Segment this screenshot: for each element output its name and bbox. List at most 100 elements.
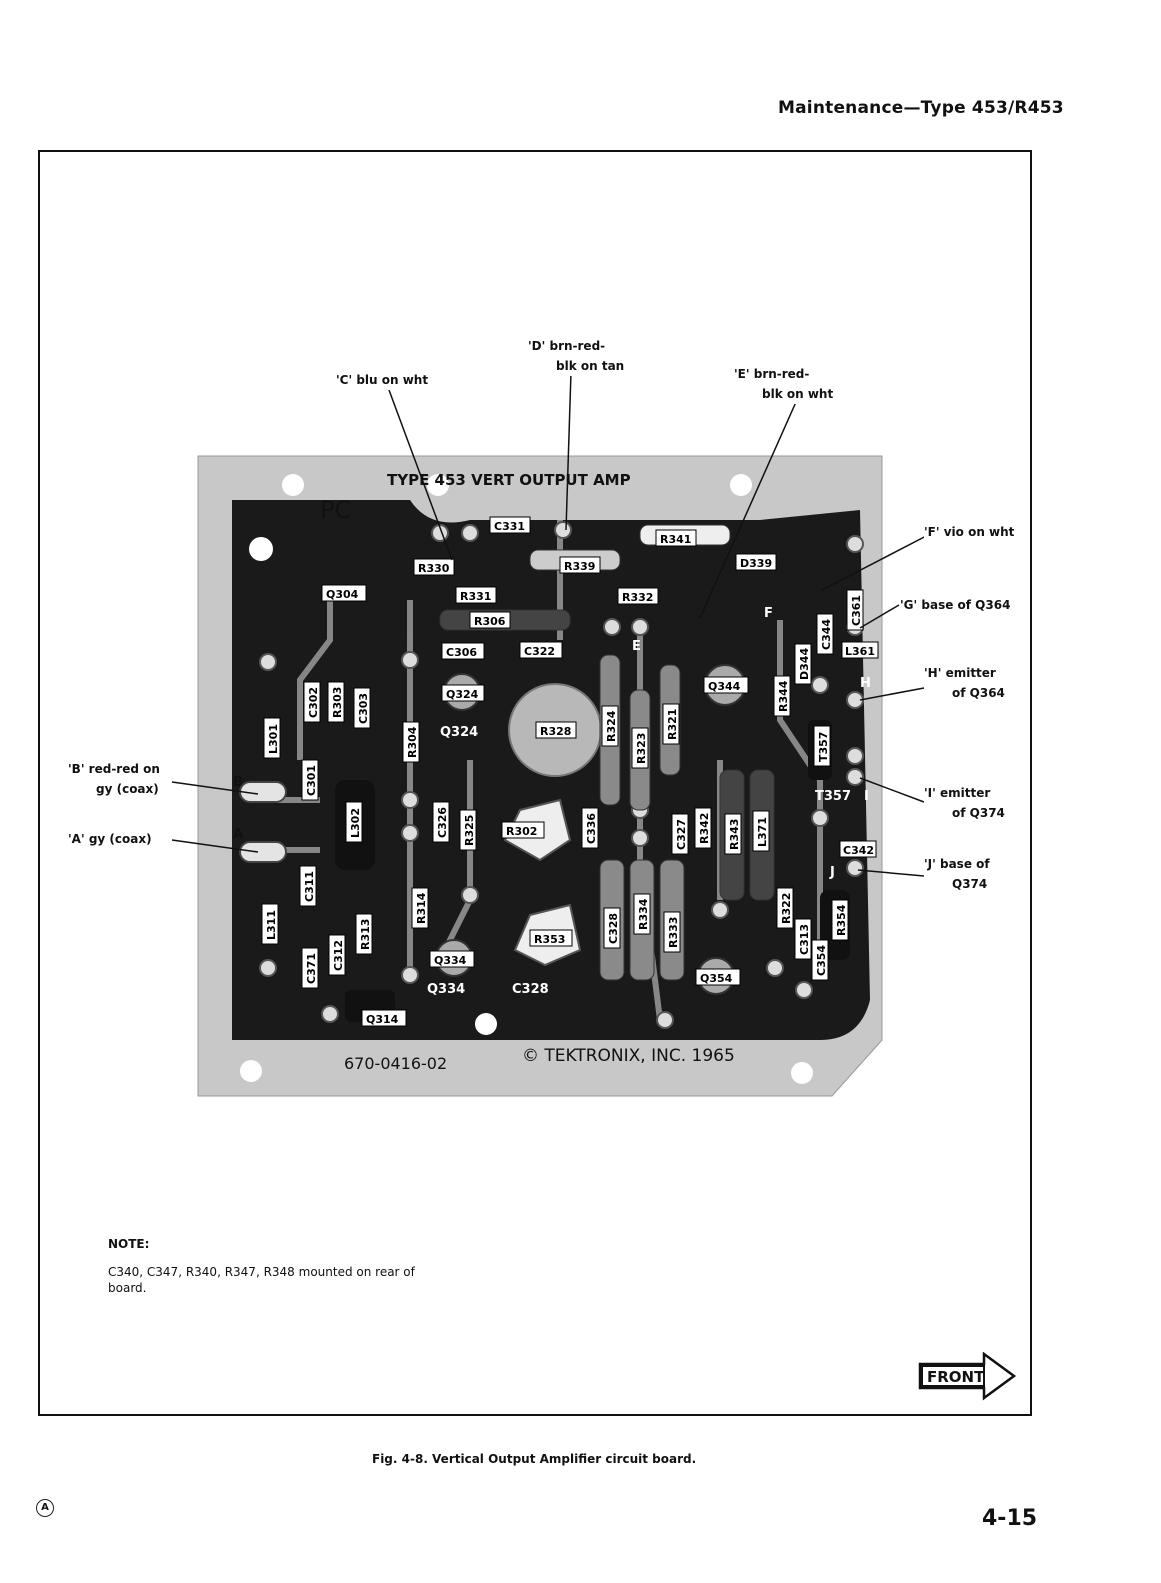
callout-h: 'H' emitter of Q364	[924, 663, 1005, 703]
component-label: R353	[529, 929, 573, 947]
test-point-e: E	[632, 639, 641, 654]
svg-text:C328: C328	[607, 913, 620, 944]
component-label: C361	[846, 589, 864, 631]
component-label: C326	[432, 801, 450, 843]
component-label: C327	[671, 813, 689, 855]
component-label: L361	[841, 641, 879, 659]
mounting-hole	[791, 1062, 813, 1084]
callout-g: 'G' base of Q364	[900, 595, 1011, 615]
callout-e: 'E' brn-red- blk on wht	[734, 364, 834, 404]
test-point-f: F	[764, 606, 773, 621]
note-text: C340, C347, R340, R347, R348 mounted on …	[108, 1265, 415, 1295]
svg-text:L302: L302	[349, 808, 362, 838]
svg-text:C342: C342	[843, 844, 874, 857]
svg-text:Q314: Q314	[366, 1013, 399, 1026]
mounting-hole	[427, 474, 449, 496]
svg-text:R322: R322	[780, 893, 793, 924]
component-label: R339	[559, 556, 601, 574]
component-label: R333	[663, 911, 681, 953]
component-label: R304	[402, 721, 420, 763]
callout-j: 'J' base of Q374	[924, 854, 990, 894]
svg-text:Q324: Q324	[446, 688, 479, 701]
callout-f: 'F' vio on wht	[924, 522, 1015, 542]
svg-text:C336: C336	[585, 813, 598, 844]
svg-text:R306: R306	[474, 615, 506, 628]
component-label: D339	[735, 553, 777, 571]
component-label: R328	[535, 721, 577, 739]
svg-text:Q334: Q334	[434, 954, 467, 967]
component-label: Q354	[695, 968, 741, 986]
svg-text:C327: C327	[675, 819, 688, 850]
component-label: C328	[603, 907, 621, 949]
svg-text:R314: R314	[415, 892, 428, 924]
svg-text:C301: C301	[305, 765, 318, 796]
note-title: NOTE:	[108, 1237, 150, 1251]
test-point-a: A	[233, 827, 243, 842]
svg-text:R321: R321	[666, 709, 679, 740]
component-label: L311	[261, 903, 279, 945]
callout-a: 'A' gy (coax)	[68, 829, 152, 849]
component-label: Q334	[429, 950, 475, 968]
svg-text:R341: R341	[660, 533, 691, 546]
silk-label-q324: Q324	[440, 725, 478, 740]
component-label: R325	[459, 809, 477, 851]
component-label: R321	[662, 703, 680, 745]
svg-text:L371: L371	[756, 817, 769, 847]
component-label: C344	[816, 613, 834, 655]
svg-text:D344: D344	[798, 648, 811, 680]
component-label: R332	[617, 587, 659, 605]
component-label: R354	[831, 899, 849, 941]
component-label: Q324	[441, 684, 485, 702]
svg-text:R313: R313	[359, 919, 372, 950]
svg-text:R344: R344	[777, 680, 790, 712]
component-label: R322	[776, 887, 794, 929]
silk-label-t357: T357	[815, 789, 851, 804]
component-label: R324	[601, 705, 619, 747]
component-label: R303	[327, 681, 345, 723]
svg-text:L301: L301	[267, 724, 280, 754]
callout-d: 'D' brn-red- blk on tan	[528, 336, 625, 376]
component-label: R334	[633, 893, 651, 935]
page-number: 4-15	[982, 1506, 1038, 1531]
silk-label-c328: C328	[512, 982, 549, 997]
note-block: NOTE: C340, C347, R340, R347, R348 mount…	[108, 1236, 448, 1296]
svg-text:R324: R324	[605, 710, 618, 742]
svg-text:R333: R333	[667, 917, 680, 948]
component-label: C313	[794, 918, 812, 960]
mounting-hole	[240, 1060, 262, 1082]
silk-label-q334: Q334	[427, 982, 465, 997]
mounting-hole	[475, 1013, 497, 1035]
test-point-h: H	[860, 676, 871, 691]
svg-text:C371: C371	[305, 953, 318, 984]
board-pc-mark: PC	[320, 496, 351, 524]
callout-c: 'C' blu on wht	[336, 370, 429, 390]
svg-text:R334: R334	[637, 898, 650, 930]
svg-text:Q354: Q354	[700, 972, 733, 985]
component-label: C303	[353, 687, 371, 729]
component-label: L301	[263, 717, 281, 759]
component-label: C312	[328, 934, 346, 976]
component-label: R331	[455, 586, 497, 604]
svg-text:R331: R331	[460, 590, 491, 603]
svg-text:R353: R353	[534, 933, 565, 946]
callout-b: 'B' red-red on gy (coax)	[68, 759, 160, 799]
test-point-i: I	[864, 789, 869, 804]
component-label: R313	[355, 913, 373, 955]
component-label: C301	[301, 759, 319, 801]
page-header-title: Maintenance—Type 453/R453	[778, 98, 1064, 118]
svg-text:R323: R323	[635, 733, 648, 764]
component-label: R330	[413, 558, 455, 576]
svg-text:R354: R354	[835, 904, 848, 936]
component-label: C342	[839, 840, 877, 858]
board-copyright: © TEKTRONIX, INC. 1965	[522, 1046, 735, 1066]
board-part-number: 670-0416-02	[344, 1054, 447, 1073]
component-label: Q344	[703, 676, 749, 694]
svg-text:L361: L361	[845, 645, 875, 658]
component-label: C336	[581, 807, 599, 849]
component-label: C331	[489, 516, 531, 534]
figure-frame	[38, 150, 1032, 1416]
svg-text:C354: C354	[815, 945, 828, 976]
component-label: R302	[501, 821, 545, 839]
front-label: FRONT	[927, 1368, 985, 1386]
